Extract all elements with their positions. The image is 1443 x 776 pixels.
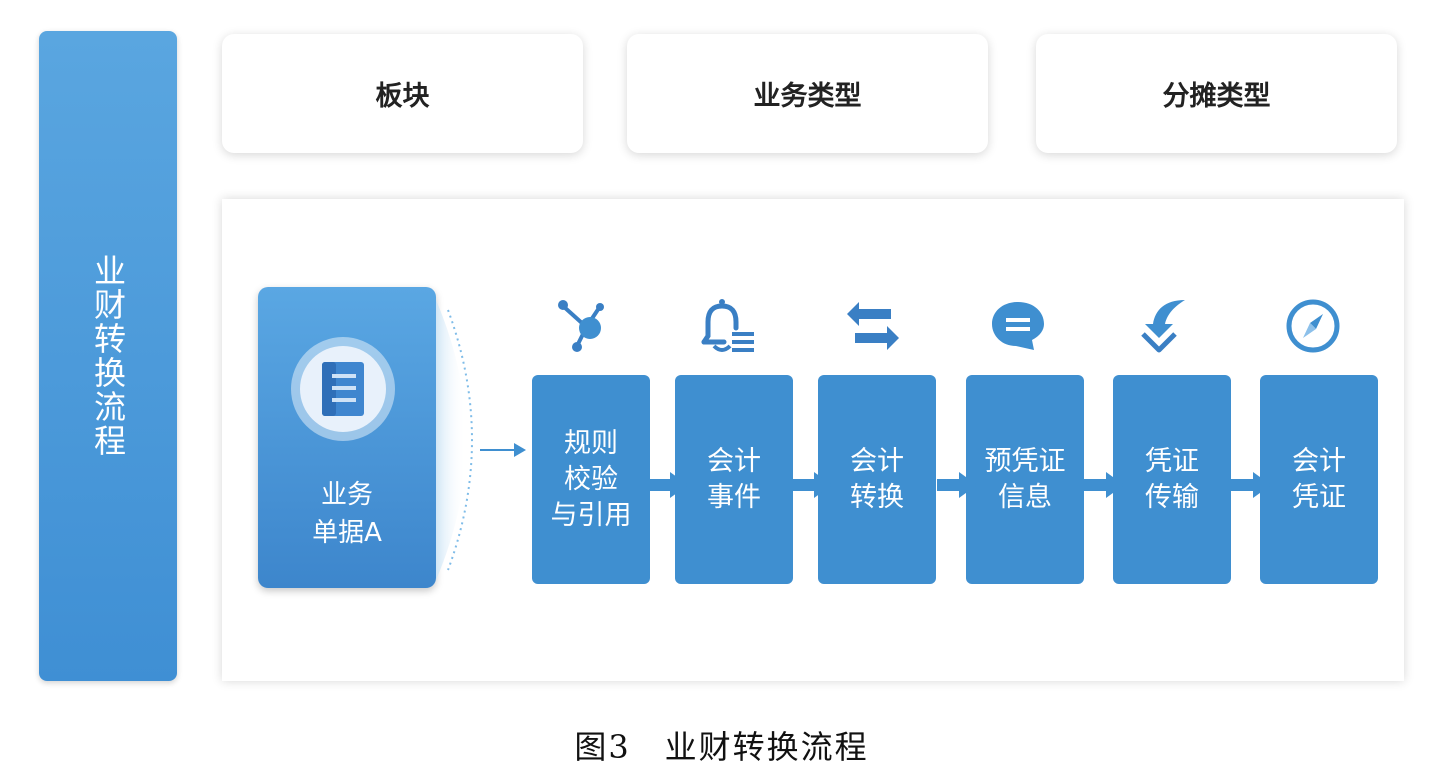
step-label-line: 预凭证 [984, 445, 1066, 477]
source-to-step-arrow [480, 443, 526, 457]
side-title: 业财转换流程 [89, 254, 127, 458]
header-card-segment: 板块 [222, 34, 583, 153]
compass-icon [1286, 299, 1340, 353]
step-connector-arrow [648, 472, 688, 498]
figure-caption: 图3 业财转换流程 [574, 728, 869, 766]
document-icon [322, 362, 364, 416]
step-accounting-event: 会计 事件 [675, 375, 793, 584]
bell-list-icon [701, 299, 754, 352]
step-rule-check: 规则 校验 与引用 [532, 375, 650, 584]
step-label-line: 信息 [998, 481, 1052, 513]
document-glow [436, 300, 473, 580]
header-card-business-type: 业务类型 [627, 34, 988, 153]
header-card-label: 板块 [375, 81, 430, 112]
step-label-line: 校验 [564, 463, 618, 495]
source-label-line1: 业务 [320, 480, 373, 510]
step-label-line: 与引用 [550, 499, 632, 531]
step-label-line: 凭证 [1292, 481, 1346, 513]
header-card-allocation-type: 分摊类型 [1036, 34, 1397, 153]
step-label-line: 会计 [707, 445, 761, 477]
step-label-line: 规则 [564, 427, 618, 459]
step-connector-arrow [1084, 472, 1124, 498]
step-connector-arrow [792, 472, 832, 498]
side-title-bar: 业财转换流程 [39, 31, 177, 681]
step-label-line: 传输 [1145, 481, 1199, 513]
document-badge [291, 337, 395, 441]
source-document-card: 业务 单据A [258, 287, 436, 588]
header-card-label: 分摊类型 [1162, 81, 1271, 112]
hub-network-icon [558, 300, 604, 352]
step-connector-arrow [937, 472, 977, 498]
source-label-line2: 单据A [312, 518, 382, 548]
step-connector-arrow [1231, 472, 1271, 498]
step-voucher-transfer: 凭证 传输 [1113, 375, 1231, 584]
chat-bubble-icon [992, 302, 1044, 350]
download-arrow-icon [1141, 300, 1185, 353]
step-accounting-conversion: 会计 转换 [818, 375, 936, 584]
swap-arrows-icon [847, 302, 899, 350]
step-label-line: 转换 [850, 481, 904, 513]
step-accounting-voucher: 会计 凭证 [1260, 375, 1378, 584]
step-label-line: 会计 [1292, 445, 1346, 477]
step-label-line: 会计 [850, 445, 904, 477]
header-card-label: 业务类型 [753, 81, 862, 112]
step-label-line: 凭证 [1145, 445, 1199, 477]
step-label-line: 事件 [707, 481, 761, 513]
step-pre-voucher: 预凭证 信息 [966, 375, 1084, 584]
